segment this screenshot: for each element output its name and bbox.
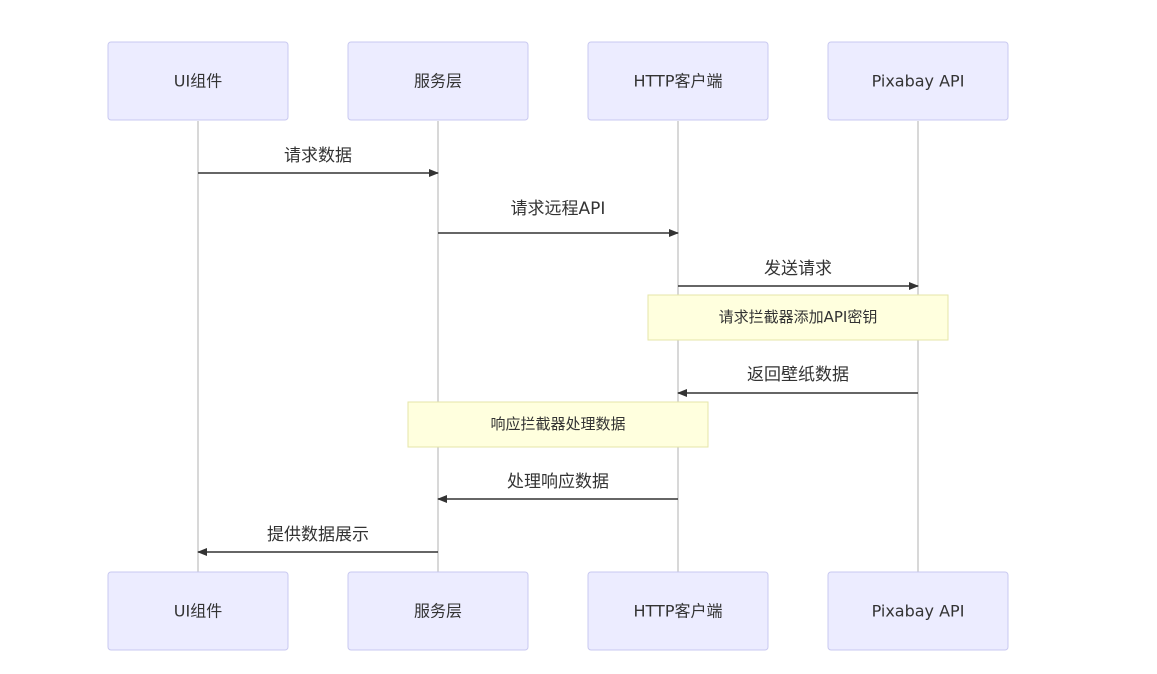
note-label: 请求拦截器添加API密钥	[719, 308, 878, 326]
message-process-response-data: 处理响应数据	[437, 472, 678, 503]
actor-bottom-http-client: HTTP客户端	[587, 571, 769, 651]
note-response-interceptor: 响应拦截器处理数据	[407, 401, 709, 448]
actor-box	[827, 571, 1009, 651]
actor-label: 服务层	[414, 602, 462, 621]
message-label: 提供数据展示	[267, 525, 369, 545]
actors-top: UI组件 服务层 HTTP客户端 Pixabay API	[107, 41, 1009, 121]
message-provide-data-display: 提供数据展示	[197, 525, 438, 556]
actor-box	[107, 41, 289, 121]
note-box	[647, 294, 949, 341]
actor-box	[347, 571, 529, 651]
actor-box	[587, 41, 769, 121]
actor-label: 服务层	[414, 72, 462, 91]
message-label: 请求远程API	[511, 199, 606, 219]
actor-box	[347, 41, 529, 121]
actor-bottom-service-layer: 服务层	[347, 571, 529, 651]
note-label: 响应拦截器处理数据	[490, 415, 625, 433]
actor-label: UI组件	[174, 72, 222, 91]
actor-box	[827, 41, 1009, 121]
actor-bottom-pixabay-api: Pixabay API	[827, 571, 1009, 651]
messages: 请求数据 请求远程API 发送请求 返回壁纸数据 处理响应数据 提供数据展示	[197, 146, 919, 556]
message-request-data: 请求数据	[198, 146, 439, 177]
message-label: 请求数据	[284, 146, 352, 166]
actor-box	[107, 571, 289, 651]
actor-label: Pixabay API	[872, 602, 965, 621]
note-request-interceptor: 请求拦截器添加API密钥	[647, 294, 949, 341]
actor-label: Pixabay API	[872, 72, 965, 91]
message-request-remote-api: 请求远程API	[438, 199, 679, 237]
actor-bottom-ui-component: UI组件	[107, 571, 289, 651]
actor-top-pixabay-api: Pixabay API	[827, 41, 1009, 121]
actor-label: HTTP客户端	[634, 602, 723, 621]
actor-label: HTTP客户端	[634, 72, 723, 91]
message-label: 发送请求	[764, 259, 832, 279]
actors-bottom: UI组件 服务层 HTTP客户端 Pixabay API	[107, 571, 1009, 651]
actor-box	[587, 571, 769, 651]
message-return-wallpaper-data: 返回壁纸数据	[677, 365, 918, 397]
actor-label: UI组件	[174, 602, 222, 621]
message-label: 返回壁纸数据	[747, 365, 849, 385]
message-label: 处理响应数据	[507, 472, 609, 492]
notes: 请求拦截器添加API密钥 响应拦截器处理数据	[407, 294, 949, 448]
lifelines	[197, 121, 919, 572]
actor-top-service-layer: 服务层	[347, 41, 529, 121]
actor-top-http-client: HTTP客户端	[587, 41, 769, 121]
message-send-request: 发送请求	[678, 259, 919, 290]
note-box	[407, 401, 709, 448]
actor-top-ui-component: UI组件	[107, 41, 289, 121]
